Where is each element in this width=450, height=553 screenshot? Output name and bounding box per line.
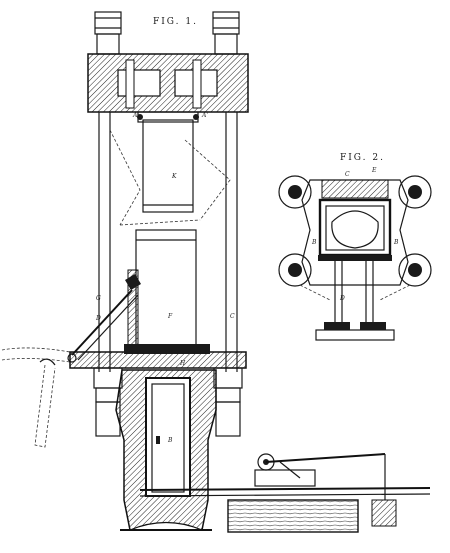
fig1-label-f: F [167, 313, 173, 320]
fig1-label-a: A [132, 112, 138, 119]
ejector-rod [139, 487, 431, 497]
fig1-press: A A' K G D F C H B [1, 11, 431, 533]
fig2-label-e: E [371, 167, 377, 174]
fig1-label-h: H [179, 360, 186, 367]
fig2-label-b2: B [393, 239, 399, 246]
fig1-label-g: G [96, 295, 101, 302]
fig2-plan: C E B B D [278, 167, 432, 341]
fig1-label-c: C [230, 313, 235, 320]
fig1-label-b: B [167, 437, 173, 444]
fig1-title: FIG. 1. [153, 17, 198, 27]
side-lever [67, 274, 141, 363]
handle-dashed [1, 347, 71, 448]
fig2-label-b: B [311, 239, 317, 246]
fig2-title: FIG. 2. [340, 153, 385, 163]
fig1-label-k: K [171, 173, 177, 180]
tie-rods [98, 112, 238, 372]
table-plate [69, 344, 247, 369]
top-nut-right [212, 11, 240, 55]
ejector-mechanism [254, 453, 397, 527]
fig1-label-a-prime: A' [201, 112, 208, 119]
fig1-label-d: D [95, 315, 101, 322]
cross-head [87, 53, 249, 123]
fig2-label-d: D [339, 295, 345, 302]
die-block [127, 229, 197, 351]
lower-casting [115, 369, 217, 531]
top-nut-left [94, 11, 122, 55]
fig2-label-c: C [345, 171, 350, 178]
wood-base [227, 499, 359, 533]
upper-plunger [137, 114, 199, 213]
